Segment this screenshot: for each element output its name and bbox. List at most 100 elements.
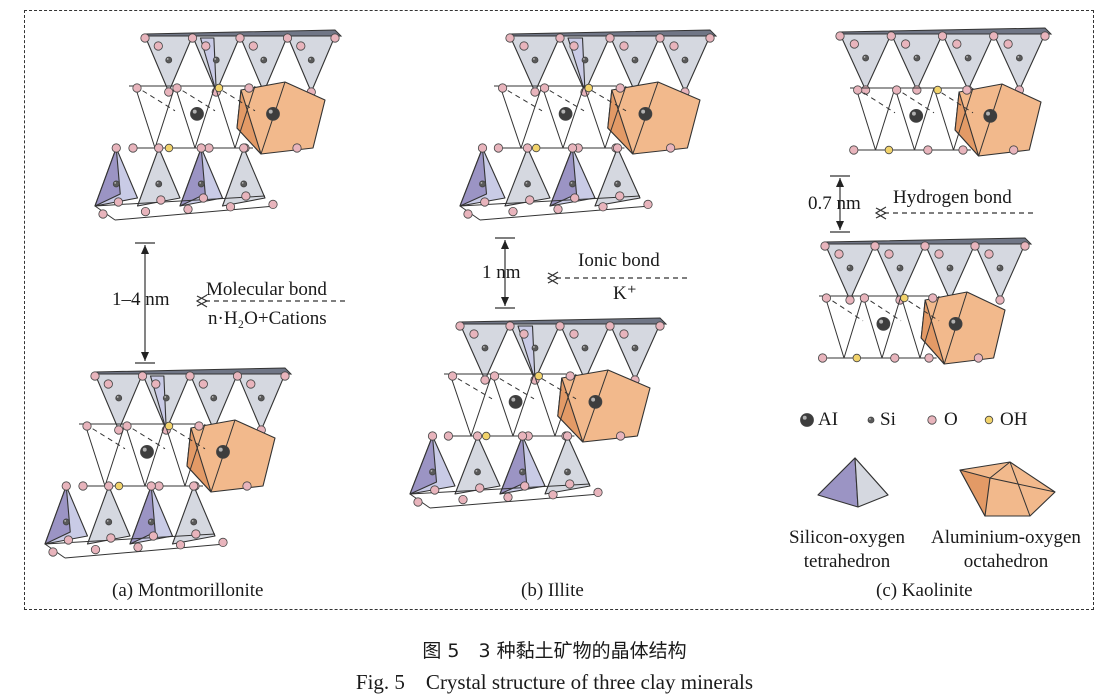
tetrahedron-face	[459, 147, 488, 207]
oxygen-atom	[835, 31, 845, 41]
tetrahedron-face	[199, 37, 217, 93]
oxygen-atom	[555, 33, 565, 43]
silicon-atom	[631, 56, 639, 64]
distance-marker-a	[135, 242, 155, 364]
oxygen-atom	[447, 371, 458, 381]
oxygen-atom	[427, 431, 438, 441]
oxygen-atom	[122, 421, 132, 431]
octa-edge	[214, 85, 236, 149]
oxygen-atom	[90, 544, 101, 555]
silicon-atom	[429, 468, 436, 476]
octa-edge	[124, 423, 146, 487]
tetrahedral-sheet-bottom	[409, 431, 603, 509]
tetrahedron	[924, 243, 976, 301]
oxygen-atom	[268, 199, 278, 209]
oxygen-atom	[244, 83, 254, 93]
oxygen-atom	[198, 379, 208, 389]
bond-arrow-b	[546, 271, 690, 285]
tetrahedral-sheet-top	[835, 27, 1053, 95]
octa-edge	[541, 85, 564, 149]
octahedron-edge	[1009, 461, 1031, 517]
oxygen-atom	[1009, 145, 1019, 155]
oxygen-atom	[187, 33, 198, 43]
oxygen-atom	[201, 41, 211, 51]
legend-label-si: Si	[880, 409, 896, 430]
oxygen-atom	[605, 33, 615, 43]
sheet-base-edge	[64, 543, 226, 559]
tetrahedron	[974, 243, 1026, 301]
oxygen-atom	[562, 431, 573, 441]
hydroxyl-atom	[900, 293, 909, 303]
bond-label-c: Hydrogen bond	[893, 187, 1012, 208]
octa-edge-hidden	[164, 423, 206, 450]
oxygen-atom	[480, 197, 490, 207]
octa-edge-hidden	[900, 295, 940, 322]
octa-edge	[953, 87, 974, 151]
oxygen-atom	[128, 143, 138, 153]
octa-edge	[174, 85, 196, 149]
octahedral-sheet	[128, 81, 326, 155]
oxygen-atom	[489, 371, 500, 381]
silicon-atom	[1015, 54, 1023, 62]
octahedron-face	[954, 91, 980, 157]
oxygen-atom	[225, 202, 236, 212]
oxygen-atom	[912, 85, 922, 95]
octa-edge	[449, 373, 472, 437]
silicon-atom	[212, 56, 220, 64]
octa-edge-hidden	[933, 87, 974, 114]
silicon-atom	[62, 518, 70, 526]
oxygen-atom	[505, 33, 515, 43]
figure-frame	[24, 10, 1094, 610]
oxygen-atom	[525, 195, 535, 205]
oxygen-atom	[555, 321, 565, 331]
oxygen-atom	[593, 487, 603, 497]
oxygen-atom	[430, 485, 440, 495]
oxygen-atom	[154, 481, 164, 491]
octahedral-sheet	[817, 291, 1006, 365]
tetrahedron-face	[517, 325, 536, 381]
octahedron-face	[236, 89, 262, 155]
oxygen-atom	[154, 143, 164, 153]
oxygen-atom	[958, 145, 968, 155]
legend-label-o: O	[944, 409, 958, 430]
octa-edge	[583, 85, 606, 149]
silicon-atom	[913, 54, 921, 62]
hydroxyl-atom	[933, 85, 942, 95]
octa-edge-hidden	[862, 295, 902, 322]
silicon-atom	[581, 56, 589, 64]
silicon-atom	[155, 180, 163, 188]
tetrahedron-face	[567, 37, 586, 93]
oxygen-atom	[821, 293, 832, 303]
distance-label-c: 0.7 nm	[808, 193, 861, 214]
oxygen-atom	[937, 31, 948, 41]
oxygen-atom	[153, 41, 163, 51]
oxygen-atom	[443, 431, 453, 441]
figure-caption-zh: 图 5 3 种黏土矿物的晶体结构	[422, 640, 687, 662]
octa-edge-hidden	[174, 85, 216, 112]
oxygen-atom	[567, 143, 578, 153]
oxygen-atom	[196, 143, 206, 153]
aluminium-atom	[266, 107, 280, 121]
oxygen-atom	[505, 321, 515, 331]
silicon-atom	[240, 180, 248, 188]
oxygen-atom	[239, 143, 249, 153]
oxygen-atom	[132, 83, 142, 93]
oxygen-atom	[517, 431, 528, 441]
tetrahedron	[993, 33, 1046, 91]
octa-edge	[881, 295, 902, 359]
oxygen-atom	[845, 295, 855, 305]
oxygen-atom	[113, 197, 123, 207]
silicon-atom	[996, 264, 1004, 272]
legend-tetrahedron	[817, 457, 889, 508]
silicon-atom	[524, 180, 531, 188]
tetrahedral-sheet-bottom	[459, 143, 653, 221]
bond-label-b-line2: K⁺	[613, 283, 637, 304]
oxygen-atom	[475, 483, 485, 493]
oxygen-atom	[519, 41, 529, 51]
oxygen-atom	[455, 321, 465, 331]
oxygen-atom	[598, 202, 608, 212]
octa-edge-hidden	[533, 373, 577, 400]
oxygen-atom	[817, 353, 828, 363]
silicon-atom	[105, 518, 113, 526]
silicon-atom	[581, 344, 589, 352]
